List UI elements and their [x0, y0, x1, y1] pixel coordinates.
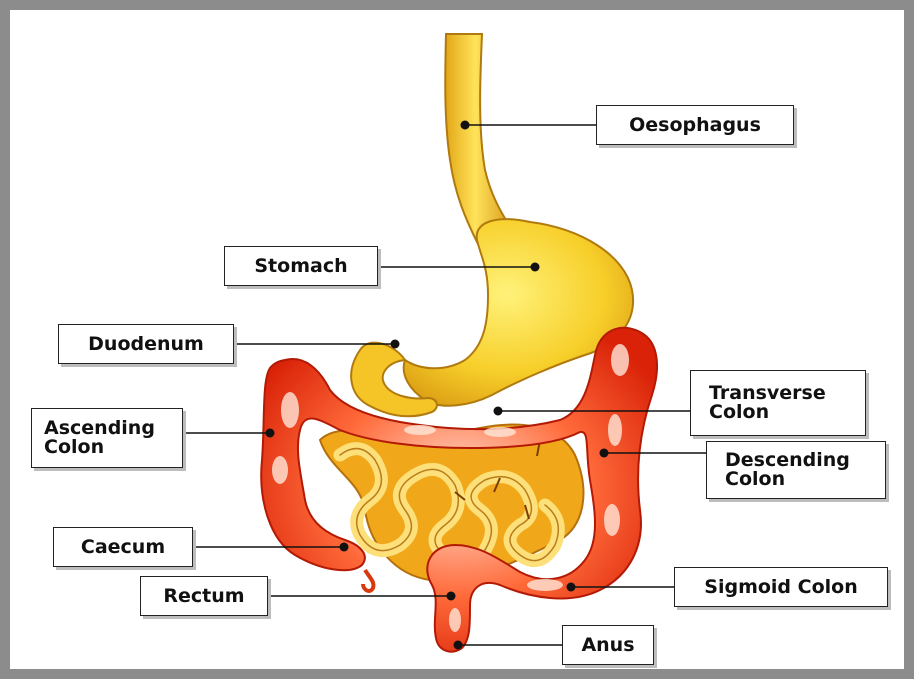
label-transverse-colon: Transverse Colon — [690, 370, 866, 436]
label-sigmoid-text: Sigmoid Colon — [704, 578, 857, 597]
label-transverse-line2: Colon — [709, 403, 769, 422]
label-descending-line2: Colon — [725, 470, 785, 489]
label-anus: Anus — [562, 625, 654, 665]
label-ascending-colon: Ascending Colon — [31, 408, 183, 468]
label-stomach: Stomach — [224, 246, 378, 286]
label-oesophagus-text: Oesophagus — [629, 116, 761, 135]
label-caecum: Caecum — [53, 527, 193, 567]
label-caecum-text: Caecum — [81, 538, 165, 557]
label-anus-text: Anus — [581, 636, 634, 655]
label-ascending-line2: Colon — [44, 438, 104, 457]
label-duodenum-text: Duodenum — [88, 335, 204, 354]
label-descending-colon: Descending Colon — [706, 441, 886, 499]
label-oesophagus: Oesophagus — [596, 105, 794, 145]
label-sigmoid-colon: Sigmoid Colon — [674, 567, 888, 607]
label-stomach-text: Stomach — [254, 257, 347, 276]
label-rectum: Rectum — [140, 576, 268, 616]
oesophagus-tube — [445, 34, 512, 244]
label-duodenum: Duodenum — [58, 324, 234, 364]
label-rectum-text: Rectum — [163, 587, 244, 606]
